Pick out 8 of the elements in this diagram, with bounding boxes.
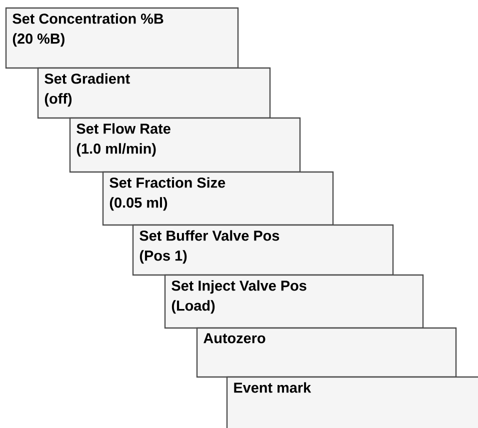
menu-box: Set Inject Valve Pos (Load) [164,274,424,329]
menu-box: Autozero [196,327,457,378]
menu-box: Set Concentration %B (20 %B) [5,7,239,69]
menu-box: Set Flow Rate (1.0 ml/min) [69,117,301,173]
menu-box: Set Gradient (off) [37,67,271,119]
menu-box: Set Buffer Valve Pos (Pos 1) [132,224,394,276]
menu-box: Set Fraction Size (0.05 ml) [102,171,334,226]
menu-box: Event mark [226,376,478,428]
